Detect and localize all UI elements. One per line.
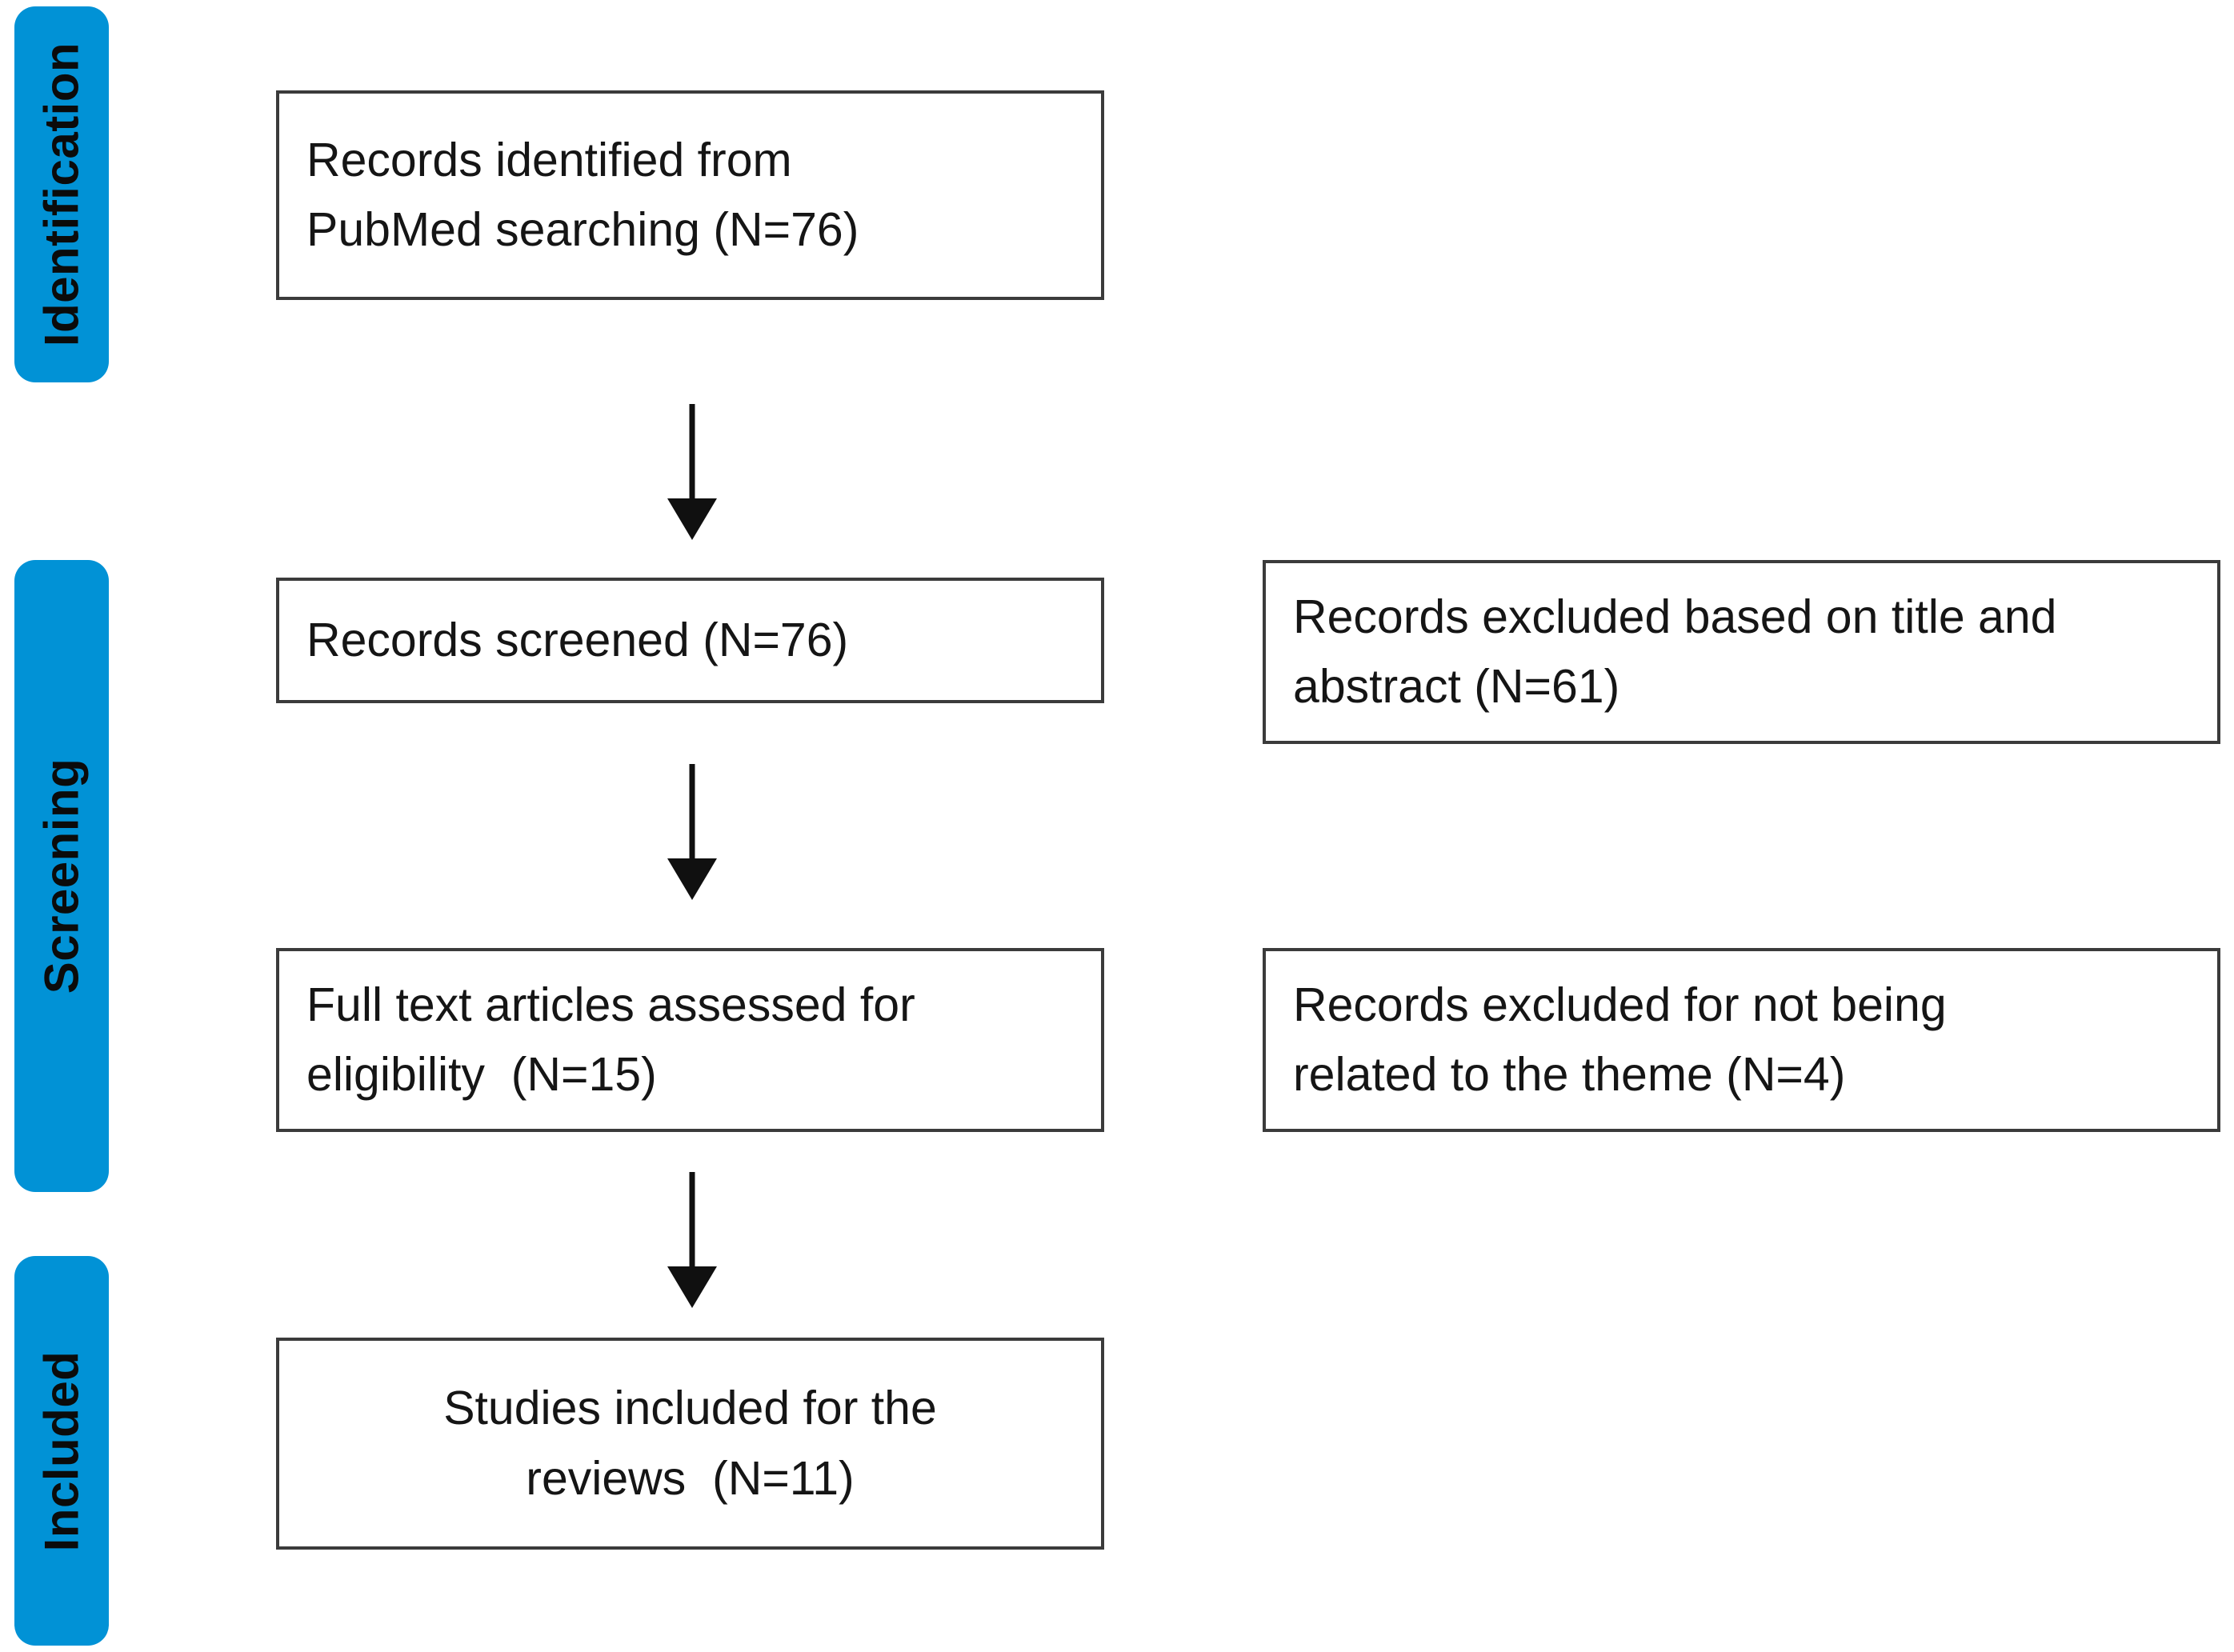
arrow-screened-to-fulltext: [664, 764, 720, 900]
box-records-excluded-title-abstract: Records excluded based on title and abst…: [1263, 560, 2220, 744]
box-records-excluded-title-abstract-line2: abstract (N=61): [1293, 660, 1620, 713]
stage-bar-screening: Screening: [14, 560, 109, 1192]
stage-bar-included: Included: [14, 1256, 109, 1646]
arrow-shaft: [689, 1172, 695, 1268]
arrow-fulltext-to-included: [664, 1172, 720, 1308]
arrow-head: [667, 1266, 717, 1308]
arrow-head: [667, 498, 717, 540]
box-records-excluded-theme-line2: related to the theme (N=4): [1293, 1048, 1846, 1101]
stage-label-included: Included: [34, 1350, 89, 1551]
box-records-excluded-theme: Records excluded for not being related t…: [1263, 948, 2220, 1132]
box-records-identified-line2: PubMed searching (N=76): [306, 203, 859, 256]
box-records-excluded-title-abstract-line1: Records excluded based on title and: [1293, 590, 2057, 643]
box-records-identified: Records identified from PubMed searching…: [276, 90, 1104, 300]
arrow-shaft: [689, 764, 695, 860]
arrow-identified-to-screened: [664, 404, 720, 540]
box-fulltext-assessed: Full text articles assessed for eligibil…: [276, 948, 1104, 1132]
box-records-screened: Records screened (N=76): [276, 578, 1104, 703]
stage-label-identification: Identification: [34, 42, 89, 347]
arrow-shaft: [689, 404, 695, 500]
box-fulltext-assessed-line1: Full text articles assessed for: [306, 978, 915, 1031]
box-fulltext-assessed-line2: eligibility (N=15): [306, 1048, 657, 1101]
stage-label-screening: Screening: [34, 758, 89, 994]
box-studies-included-line2: reviews (N=11): [526, 1451, 855, 1505]
stage-bar-identification: Identification: [14, 6, 109, 382]
box-records-screened-line1: Records screened (N=76): [306, 613, 849, 666]
box-records-excluded-theme-line1: Records excluded for not being: [1293, 978, 1947, 1031]
box-studies-included: Studies included for the reviews (N=11): [276, 1338, 1104, 1550]
box-records-identified-line1: Records identified from: [306, 133, 792, 186]
arrow-head: [667, 858, 717, 900]
box-studies-included-line1: Studies included for the: [443, 1382, 937, 1435]
